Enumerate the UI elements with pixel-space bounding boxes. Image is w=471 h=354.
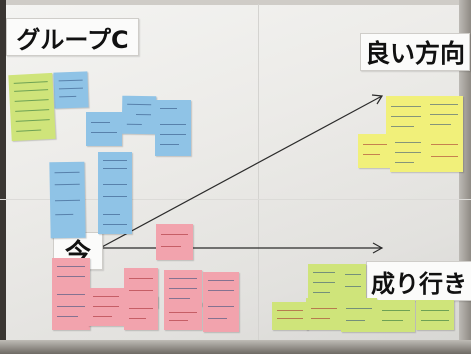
- sticky-note-yellow: [425, 96, 463, 134]
- sticky-note-yellow: [358, 134, 392, 168]
- sticky-note-green: [272, 302, 308, 330]
- sticky-note-green: [341, 298, 377, 332]
- sticky-note-blue: [49, 161, 86, 239]
- group-title-card: グループC: [6, 18, 139, 56]
- default-path-card: 成り行き: [366, 261, 471, 301]
- sticky-note-green: [8, 72, 56, 142]
- sticky-note-yellow: [386, 96, 426, 134]
- sticky-note-green: [416, 300, 454, 330]
- board-frame-bottom: [0, 340, 471, 354]
- sticky-note-green: [377, 300, 415, 332]
- sticky-note-green: [340, 264, 366, 300]
- sticky-note-pink: [164, 302, 202, 330]
- board-frame-top: [0, 0, 471, 5]
- default-path-arrowhead: [372, 242, 384, 254]
- sticky-note-pink: [52, 258, 90, 330]
- board-panel-seam-horizontal: [0, 199, 471, 200]
- good-direction-arrow-line: [99, 95, 383, 249]
- sticky-note-blue: [53, 71, 89, 109]
- sticky-note-pink: [156, 224, 193, 260]
- good-direction-card: 良い方向: [360, 33, 470, 71]
- sticky-note-pink: [124, 296, 158, 330]
- sticky-note-green: [308, 264, 340, 300]
- sticky-note-blue: [155, 100, 191, 156]
- sticky-note-blue: [86, 112, 122, 146]
- sticky-note-yellow: [426, 134, 463, 172]
- sticky-note-green: [306, 298, 342, 330]
- sticky-note-yellow: [390, 134, 426, 172]
- board-frame-left: [0, 0, 6, 354]
- board-panel-seam: [258, 4, 259, 340]
- good-direction-arrowhead: [371, 94, 384, 105]
- sticky-note-pink: [164, 270, 202, 306]
- sticky-note-blue: [98, 152, 132, 234]
- sticky-note-blue: [121, 95, 157, 135]
- sticky-note-pink: [203, 272, 239, 332]
- sticky-note-pink: [88, 288, 124, 326]
